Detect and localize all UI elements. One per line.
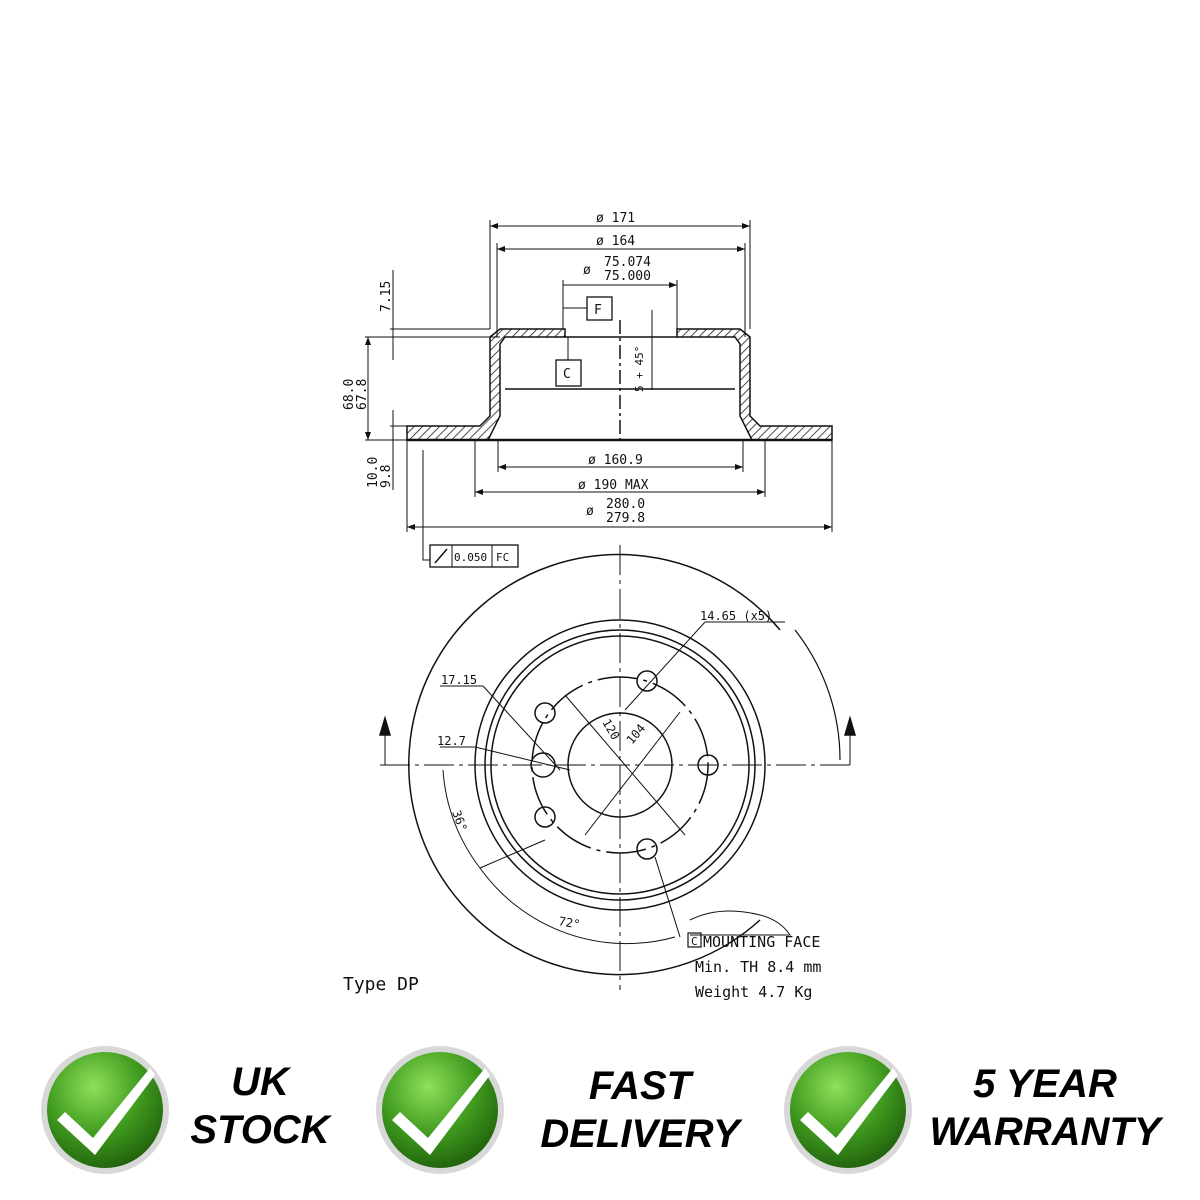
dim-75-upper: 75.074 (604, 255, 651, 270)
check-icon (376, 1046, 504, 1174)
dim-280-symbol: ø (586, 504, 594, 519)
bolt-hole (636, 838, 658, 860)
bolt-hole (697, 754, 719, 776)
check-icon (784, 1046, 912, 1174)
badge-line1: 5 YEAR (973, 1062, 1117, 1106)
type-label: Type DP (343, 974, 419, 995)
hole-dia-label: 14.65 (x5) (700, 609, 772, 623)
dim-75-lower: 75.000 (604, 269, 651, 284)
badge-line2: DELIVERY (540, 1112, 740, 1156)
angle-36: 36° (449, 808, 470, 833)
dim-10-0: 10.0 (366, 457, 381, 488)
dim-164: ø 164 (596, 234, 635, 249)
section-view (365, 220, 833, 568)
dim-9-8: 9.8 (379, 465, 394, 488)
angle-72: 72° (557, 914, 581, 932)
dim-160-9: ø 160.9 (588, 453, 643, 468)
badge-line2: WARRANTY (929, 1110, 1161, 1154)
badge-fast-delivery: FAST DELIVERY (520, 1062, 760, 1158)
dim-67-8: 67.8 (355, 379, 370, 410)
dim-7-15: 7.15 (379, 281, 394, 312)
min-thickness-label: Min. TH 8.4 mm (695, 958, 821, 976)
ref-f: F (594, 303, 602, 318)
dim-75-symbol: ø (583, 263, 591, 278)
tolerance-ref: FC (496, 551, 509, 564)
dim-190: ø 190 MAX (578, 478, 649, 493)
front-view (378, 545, 857, 990)
dim-104: 104 (624, 721, 649, 747)
weight-label: Weight 4.7 Kg (695, 983, 812, 1001)
tolerance-value: 0.050 (454, 551, 487, 564)
mounting-face-label: MOUNTING FACE (703, 933, 820, 951)
dim-17-15: 17.15 (441, 673, 477, 687)
dim-280-upper: 280.0 (606, 497, 645, 512)
badge-line2: STOCK (190, 1108, 330, 1152)
badge-5-year-warranty: 5 YEAR WARRANTY (910, 1060, 1180, 1156)
badge-icons (41, 1046, 912, 1174)
bolt-hole (636, 670, 658, 692)
mounting-ref: C (691, 935, 698, 948)
badge-uk-stock: UK STOCK (175, 1058, 345, 1154)
badge-line1: UK (231, 1060, 289, 1104)
disc-section-left (406, 328, 566, 441)
dim-280-lower: 279.8 (606, 511, 645, 526)
dim-171: ø 171 (596, 211, 635, 226)
technical-drawing: ø 171 ø 164 ø 75.074 75.000 F C 5 + 45° … (342, 211, 857, 1001)
ref-c: C (563, 367, 571, 382)
bolt-hole (534, 806, 556, 828)
dim-68-0: 68.0 (342, 379, 357, 410)
dim-12-7: 12.7 (437, 734, 466, 748)
badge-line1: FAST (588, 1064, 692, 1108)
check-icon (41, 1046, 169, 1174)
chamfer-label: 5 + 45° (633, 346, 646, 392)
disc-section-right (676, 328, 833, 441)
bolt-hole (534, 702, 556, 724)
